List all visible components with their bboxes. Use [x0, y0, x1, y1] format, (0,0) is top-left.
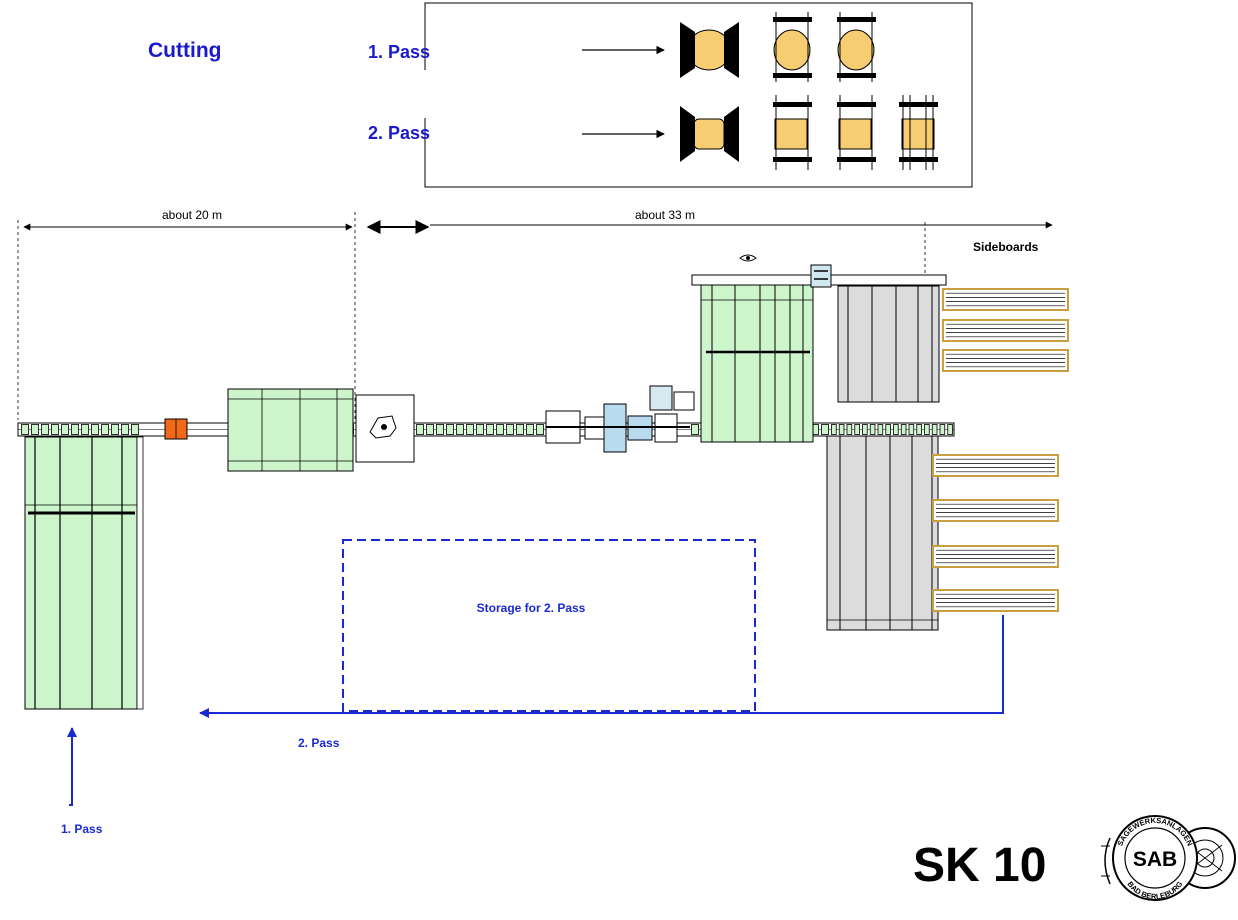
pass2-sawing-step-a — [773, 95, 812, 170]
pass1-sawing-step-a — [773, 12, 812, 82]
conveyor-roller — [41, 424, 49, 435]
conveyor-roller — [924, 424, 930, 435]
sideboard-stacks — [932, 288, 1069, 612]
conveyor-roller — [526, 424, 534, 435]
conveyor-roller — [426, 424, 434, 435]
conveyor-roller — [31, 424, 39, 435]
top-transverse-conveyor — [691, 254, 947, 288]
cutting-title: Cutting — [148, 39, 221, 62]
conveyor-roller — [885, 424, 891, 435]
second-pass-flow-arrow — [199, 615, 1004, 718]
conveyor-roller — [536, 424, 544, 435]
pass2-sawing-step-b — [837, 95, 876, 170]
second-pass-flow-label: 2. Pass — [298, 736, 340, 750]
conveyor-roller — [21, 424, 29, 435]
first-pass-flow-label: 1. Pass — [61, 822, 103, 836]
sideboard-stack — [932, 454, 1059, 477]
buffer-deck — [227, 388, 354, 472]
conveyor-roller — [908, 424, 915, 435]
conveyor-roller — [446, 424, 454, 435]
cutting-pass1-label: 1. Pass — [368, 42, 430, 62]
conveyor-roller — [81, 424, 89, 435]
model-label: SK 10 — [913, 839, 1046, 892]
sideboards-label: Sideboards — [973, 240, 1039, 254]
storage-area — [342, 539, 756, 712]
log-turner — [355, 394, 415, 463]
sab-logo: SAB SÄGEWERKSANLAGEN BAD BERLEBURG — [1101, 815, 1236, 901]
sideboard-stack — [942, 288, 1069, 311]
conveyor-roller — [416, 424, 424, 435]
conveyor-roller — [900, 424, 907, 435]
conveyor-roller — [456, 424, 464, 435]
conveyor-roller — [877, 424, 884, 435]
conveyor-roller — [476, 424, 484, 435]
cutting-pattern-box — [424, 2, 973, 188]
conveyor-roller — [496, 424, 504, 435]
conveyor-roller — [893, 424, 899, 435]
dimension-left-label: about 20 m — [162, 208, 222, 222]
conveyor-roller — [506, 424, 514, 435]
conveyor-roller — [91, 424, 99, 435]
conveyor-roller — [862, 424, 868, 435]
conveyor-roller — [831, 424, 837, 435]
logo-abbr: SAB — [1133, 848, 1177, 871]
sideboard-stack — [932, 545, 1059, 568]
conveyor-roller — [869, 424, 876, 435]
conveyor-roller — [516, 424, 524, 435]
sideboard-stack — [942, 349, 1069, 372]
conveyor-roller — [121, 424, 129, 435]
sideboard-stack — [932, 499, 1059, 522]
conveyor-roller — [931, 424, 938, 435]
conveyor-roller — [691, 424, 699, 435]
lower-board-transfer — [826, 435, 939, 631]
conveyor-roller — [71, 424, 79, 435]
pass2-sawing-step-c — [899, 95, 938, 170]
conveyor-roller — [101, 424, 109, 435]
conveyor-roller — [846, 424, 853, 435]
conveyor-roller — [821, 424, 829, 435]
sideboard-stack — [942, 319, 1069, 342]
conveyor-roller — [466, 424, 474, 435]
conveyor-roller — [61, 424, 69, 435]
sideboard-stack — [932, 589, 1059, 612]
conveyor-roller — [51, 424, 59, 435]
infeed-log-deck — [24, 436, 144, 710]
cutting-pass2-label: 2. Pass — [368, 123, 430, 143]
conveyor-roller — [131, 424, 139, 435]
chipper-canter — [545, 385, 695, 453]
pass1-chipping-step — [680, 22, 739, 78]
first-pass-flow-arrow — [67, 727, 77, 806]
pass2-chipping-step — [680, 106, 739, 162]
conveyor-roller — [947, 424, 953, 435]
conveyor-roller — [111, 424, 119, 435]
conveyor-roller — [838, 424, 845, 435]
storage-label: Storage for 2. Pass — [477, 601, 586, 615]
conveyor-roller — [436, 424, 444, 435]
circular-saw-unit — [700, 284, 814, 443]
dimension-lines — [17, 212, 1053, 420]
conveyor-roller — [916, 424, 922, 435]
conveyor-roller — [486, 424, 494, 435]
conveyor-roller — [854, 424, 860, 435]
pass1-sawing-step-b — [837, 12, 876, 82]
dimension-right-label: about 33 m — [635, 208, 695, 222]
conveyor-roller — [939, 424, 946, 435]
main-conveyor-line — [17, 422, 955, 437]
upper-board-transfer — [837, 285, 940, 403]
